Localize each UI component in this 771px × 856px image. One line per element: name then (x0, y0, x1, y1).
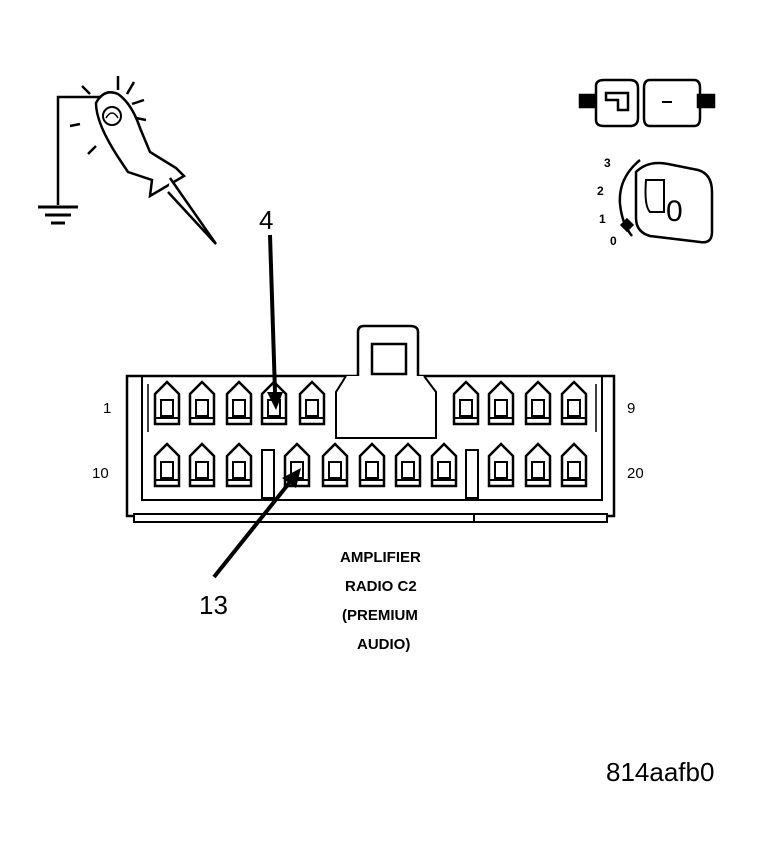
terminal-cavity-top (153, 380, 181, 426)
terminal-cavity-bottom (487, 442, 515, 488)
ignition-position-0: 0 (610, 234, 617, 248)
terminal-cavity-bottom (153, 442, 181, 488)
ignition-position-1: 1 (599, 212, 606, 226)
terminal-cavity-bottom (524, 442, 552, 488)
connector-disconnected-icon (578, 78, 716, 128)
pin-label-1: 1 (103, 400, 111, 417)
pin-label-20: 20 (627, 465, 644, 482)
callout-arrow-13 (212, 468, 301, 579)
terminal-cavity-top (560, 380, 588, 426)
callout-arrow-4 (267, 234, 283, 410)
caption-line-1: AMPLIFIER (340, 549, 421, 566)
caption-line-4: AUDIO) (357, 636, 410, 653)
ignition-switch-off-icon: 3 2 1 0 0 (597, 156, 714, 248)
terminal-cavity-bottom (225, 442, 253, 488)
caption-line-3: (PREMIUM (342, 607, 418, 624)
ignition-position-3: 3 (604, 156, 611, 170)
connector-caption: AMPLIFIER RADIO C2 (PREMIUM AUDIO) (340, 549, 421, 653)
terminal-cavities (153, 380, 588, 488)
test-probe-ground-icon (38, 76, 218, 245)
terminal-cavity-bottom (394, 442, 422, 488)
terminal-cavity-bottom (430, 442, 458, 488)
terminal-cavity-top (452, 380, 480, 426)
ignition-key-glyph: 0 (666, 195, 683, 228)
ignition-position-2: 2 (597, 184, 604, 198)
terminal-cavity-bottom (358, 442, 386, 488)
terminal-cavity-bottom (560, 442, 588, 488)
terminal-cavity-top (225, 380, 253, 426)
terminal-cavity-top (524, 380, 552, 426)
figure-id: 814aafb0 (606, 757, 714, 787)
terminal-cavity-top (188, 380, 216, 426)
terminal-cavity-bottom (321, 442, 349, 488)
callout-label-13: 13 (199, 590, 228, 620)
terminal-cavity-top (487, 380, 515, 426)
callout-label-4: 4 (259, 205, 273, 235)
terminal-cavity-bottom (188, 442, 216, 488)
caption-line-2: RADIO C2 (345, 578, 417, 595)
pin-label-10: 10 (92, 465, 109, 482)
terminal-cavity-top (298, 380, 326, 426)
pin-label-9: 9 (627, 400, 635, 417)
